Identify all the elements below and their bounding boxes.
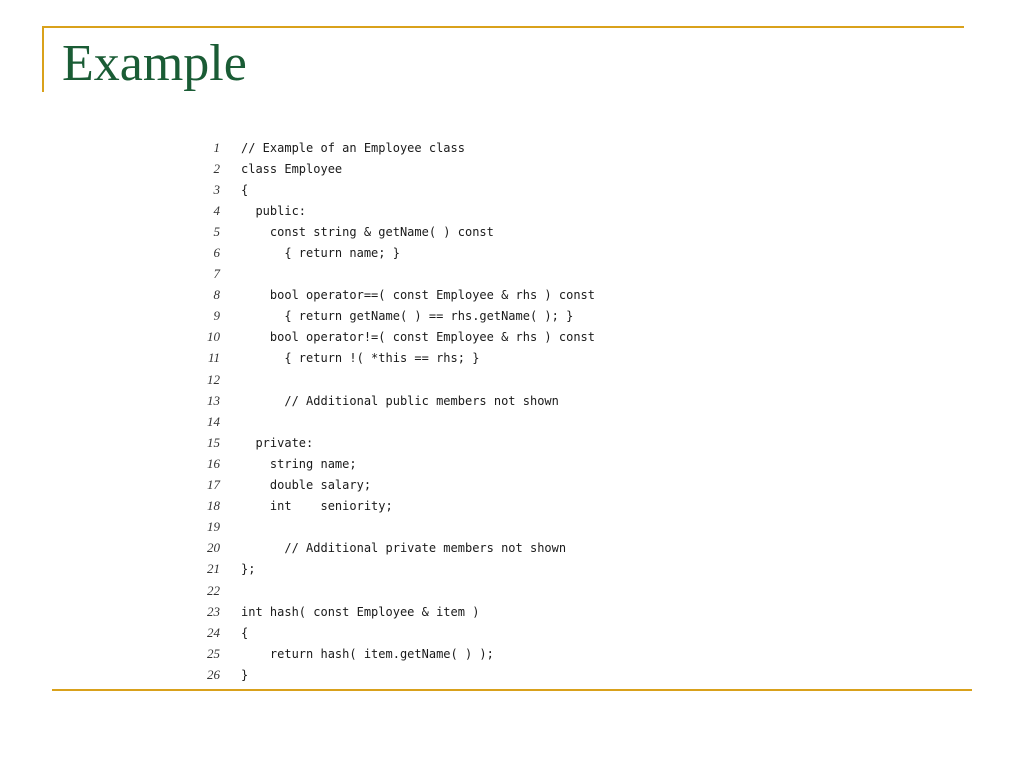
code-line: 13 // Additional public members not show… xyxy=(188,390,748,411)
line-number: 16 xyxy=(207,455,220,471)
line-number: 14 xyxy=(207,413,220,429)
footer-rule xyxy=(52,689,972,691)
code-line: 7 xyxy=(188,264,748,285)
line-code: } xyxy=(241,667,249,682)
code-line: 18 int seniority; xyxy=(188,496,748,517)
code-line: 16 string name; xyxy=(188,453,748,474)
code-line: 5 const string & getName( ) const xyxy=(188,221,748,242)
code-line: 1 // Example of an Employee class xyxy=(188,137,748,158)
line-number: 6 xyxy=(213,245,221,261)
code-line: 12 xyxy=(188,369,748,390)
line-number: 11 xyxy=(207,350,220,366)
line-code: { return getName( ) == rhs.getName( ); } xyxy=(241,309,574,324)
line-code: }; xyxy=(241,562,256,577)
line-number: 8 xyxy=(213,287,221,303)
code-line: 6 { return name; } xyxy=(188,242,748,263)
line-number: 13 xyxy=(207,392,220,408)
code-line: 26} xyxy=(188,664,748,685)
line-number: 26 xyxy=(207,666,220,682)
line-number: 10 xyxy=(207,329,220,345)
code-line: 24 { xyxy=(188,622,748,643)
line-code: class Employee xyxy=(241,161,343,176)
line-code: private: xyxy=(241,435,314,450)
title-top-rule xyxy=(42,26,964,28)
code-line: 9 { return getName( ) == rhs.getName( );… xyxy=(188,306,748,327)
line-code: double salary; xyxy=(241,478,372,493)
line-code: int hash( const Employee & item ) xyxy=(241,604,480,619)
line-code: { return !( *this == rhs; } xyxy=(241,351,480,366)
line-code: // Additional private members not shown xyxy=(241,541,567,556)
line-number: 25 xyxy=(207,645,220,661)
code-line: 23 int hash( const Employee & item ) xyxy=(188,601,748,622)
line-number: 18 xyxy=(207,498,220,514)
line-code: return hash( item.getName( ) ); xyxy=(241,646,494,661)
line-number: 7 xyxy=(213,266,221,282)
line-code: public: xyxy=(241,203,307,218)
slide-title: Example xyxy=(62,35,247,92)
title-side-rule xyxy=(42,26,44,92)
code-line: 20 // Additional private members not sho… xyxy=(188,538,748,559)
line-code: string name; xyxy=(241,456,357,471)
line-code: const string & getName( ) const xyxy=(241,224,494,239)
line-number: 22 xyxy=(207,582,220,598)
line-code: { return name; } xyxy=(241,246,400,261)
line-number: 23 xyxy=(207,603,220,619)
code-line: 15 private: xyxy=(188,432,748,453)
code-line: 25 return hash( item.getName( ) ); xyxy=(188,643,748,664)
code-line: 11 { return !( *this == rhs; } xyxy=(188,348,748,369)
code-line: 14 xyxy=(188,411,748,432)
code-line: 8 bool operator==( const Employee & rhs … xyxy=(188,285,748,306)
line-number: 17 xyxy=(207,477,220,493)
line-number: 5 xyxy=(213,223,221,239)
line-number: 9 xyxy=(213,308,221,324)
line-code: bool operator!=( const Employee & rhs ) … xyxy=(241,330,596,345)
code-line: 3{ xyxy=(188,179,748,200)
line-number: 15 xyxy=(207,434,220,450)
code-line: 22 xyxy=(188,580,748,601)
code-line: 19 xyxy=(188,517,748,538)
line-number: 21 xyxy=(207,561,220,577)
line-code: int seniority; xyxy=(241,499,393,514)
line-number: 2 xyxy=(213,160,221,176)
code-line: 2 class Employee xyxy=(188,158,748,179)
code-line: 4 public: xyxy=(188,200,748,221)
code-line: 17 double salary; xyxy=(188,475,748,496)
line-number: 4 xyxy=(213,202,221,218)
line-number: 19 xyxy=(207,519,220,535)
line-code: // Additional public members not shown xyxy=(241,393,559,408)
line-number: 1 xyxy=(213,139,221,155)
line-code: // Example of an Employee class xyxy=(241,140,465,155)
code-line: 10 bool operator!=( const Employee & rhs… xyxy=(188,327,748,348)
line-number: 12 xyxy=(207,371,220,387)
code-listing: 1 // Example of an Employee class 2 class E… xyxy=(188,137,748,685)
line-number: 20 xyxy=(207,540,220,556)
code-line: 21}; xyxy=(188,559,748,580)
line-code: { xyxy=(241,625,249,640)
line-number: 3 xyxy=(213,181,221,197)
line-number: 24 xyxy=(207,624,220,640)
line-code: { xyxy=(241,182,249,197)
line-code: bool operator==( const Employee & rhs ) … xyxy=(241,288,596,303)
